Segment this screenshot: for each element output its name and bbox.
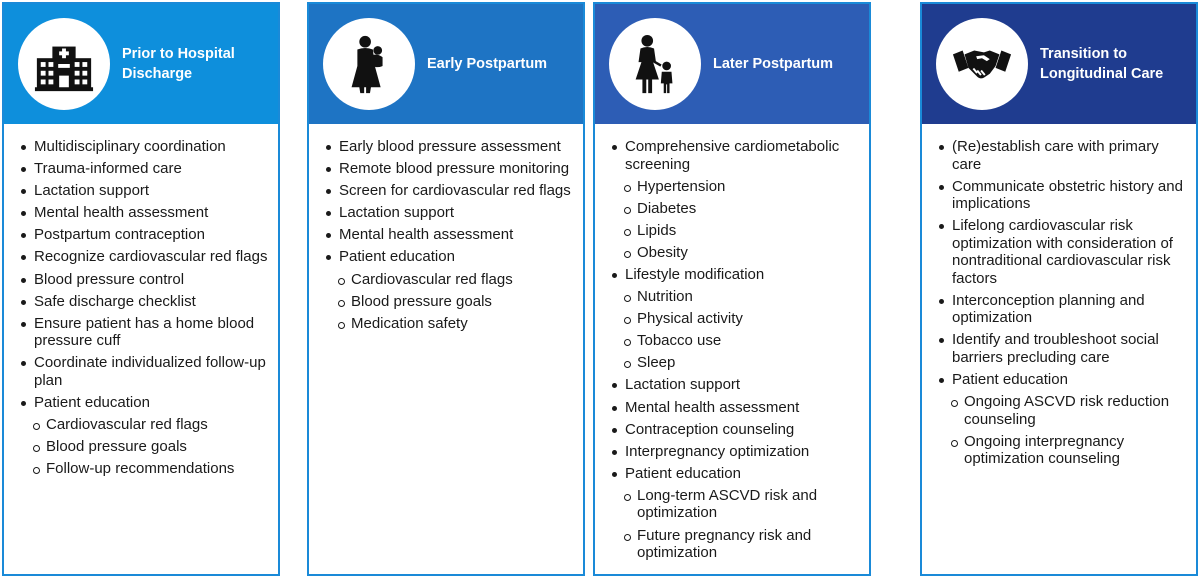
bullet-item: Patient education <box>18 394 270 412</box>
panel-early-postpartum: Early Postpartum Early blood pressure as… <box>307 2 585 576</box>
panel-title: Early Postpartum <box>427 4 577 124</box>
sub-bullet-item: Cardiovascular red flags <box>323 271 575 289</box>
panel-later-postpartum: Later Postpartum Comprehensive cardiomet… <box>593 2 871 576</box>
panel-prior-to-hospital-discharge: Prior to Hospital Discharge Multidiscipl… <box>2 2 280 576</box>
bullet-item: Recognize cardiovascular red flags <box>18 248 270 266</box>
panel-title-text: Prior to Hospital Discharge <box>122 46 235 82</box>
sub-bullet-item: Blood pressure goals <box>323 293 575 311</box>
sub-bullet-item: Hypertension <box>609 178 861 196</box>
panel-header: Later Postpartum <box>595 4 869 124</box>
panel-title: Transition to Longitudinal Care <box>1040 4 1190 124</box>
bullet-item: Patient education <box>936 371 1188 389</box>
panel-title-text: Later Postpartum <box>713 56 834 72</box>
bullet-item: Interconception planning and optimizatio… <box>936 292 1188 327</box>
bullet-item: Lifelong cardiovascular risk optimizatio… <box>936 217 1188 287</box>
bullet-item: Postpartum contraception <box>18 226 270 244</box>
sub-bullet-item: Nutrition <box>609 288 861 306</box>
sub-bullet-item: Follow-up recommendations <box>18 460 270 478</box>
bullet-item: Contraception counseling <box>609 421 861 439</box>
sub-bullet-item: Lipids <box>609 222 861 240</box>
panel-header: Early Postpartum <box>309 4 583 124</box>
icon-circle <box>323 18 415 110</box>
panel-title: Later Postpartum <box>713 4 863 124</box>
icon-circle <box>609 18 701 110</box>
sub-bullet-item: Ongoing ASCVD risk reduction counseling <box>936 393 1188 428</box>
bullet-item: Comprehensive cardiometabolic screening <box>609 138 861 173</box>
sub-bullet-item: Tobacco use <box>609 332 861 350</box>
mother-holding-baby-icon <box>351 35 383 94</box>
bullet-item: Mental health assessment <box>609 399 861 417</box>
sub-bullet-item: Long-term ASCVD risk and optimization <box>609 487 861 522</box>
bullet-item: Identify and troubleshoot social barrier… <box>936 331 1188 366</box>
sub-bullet-item: Physical activity <box>609 310 861 328</box>
icon-circle <box>936 18 1028 110</box>
panel-title-text: Early Postpartum <box>427 56 548 72</box>
panel-header: Transition to Longitudinal Care <box>922 4 1196 124</box>
bullet-item: Multidisciplinary coordination <box>18 138 270 156</box>
panel-transition-to-longitudinal-care: Transition to Longitudinal Care (Re)esta… <box>920 2 1198 576</box>
bullet-item: Lactation support <box>18 182 270 200</box>
bullet-item: Trauma-informed care <box>18 160 270 178</box>
bullet-item: Lactation support <box>323 204 575 222</box>
panel-title: Prior to Hospital Discharge <box>122 4 272 124</box>
bullet-item: Interpregnancy optimization <box>609 443 861 461</box>
sub-bullet-item: Diabetes <box>609 200 861 218</box>
sub-bullet-item: Ongoing interpregnancy optimization coun… <box>936 433 1188 468</box>
bullet-item: Mental health assessment <box>323 226 575 244</box>
bullet-item: Lifestyle modification <box>609 266 861 284</box>
bullet-item: Patient education <box>323 248 575 266</box>
bullet-item: Mental health assessment <box>18 204 270 222</box>
handshake-icon <box>952 50 1012 79</box>
sub-bullet-item: Obesity <box>609 244 861 262</box>
hospital-icon <box>34 46 94 92</box>
bullet-item: Ensure patient has a home blood pressure… <box>18 315 270 350</box>
bullet-item: Blood pressure control <box>18 271 270 289</box>
sub-bullet-item: Medication safety <box>323 315 575 333</box>
bullet-item: (Re)establish care with primary care <box>936 138 1188 173</box>
sub-bullet-item: Sleep <box>609 354 861 372</box>
bullet-item: Remote blood pressure monitoring <box>323 160 575 178</box>
bullet-item: Safe discharge checklist <box>18 293 270 311</box>
sub-bullet-item: Blood pressure goals <box>18 438 270 456</box>
sub-bullet-item: Cardiovascular red flags <box>18 416 270 434</box>
bullet-item: Lactation support <box>609 376 861 394</box>
bullet-item: Screen for cardiovascular red flags <box>323 182 575 200</box>
panel-title-text: Transition to Longitudinal Care <box>1040 46 1164 82</box>
bullet-item: Communicate obstetric history and implic… <box>936 178 1188 213</box>
panel-header: Prior to Hospital Discharge <box>4 4 278 124</box>
icon-circle <box>18 18 110 110</box>
bullet-item: Patient education <box>609 465 861 483</box>
bullet-item: Coordinate individualized follow-up plan <box>18 354 270 389</box>
bullet-item: Early blood pressure assessment <box>323 138 575 156</box>
mother-with-child-icon <box>635 34 673 94</box>
sub-bullet-item: Future pregnancy risk and optimization <box>609 527 861 562</box>
